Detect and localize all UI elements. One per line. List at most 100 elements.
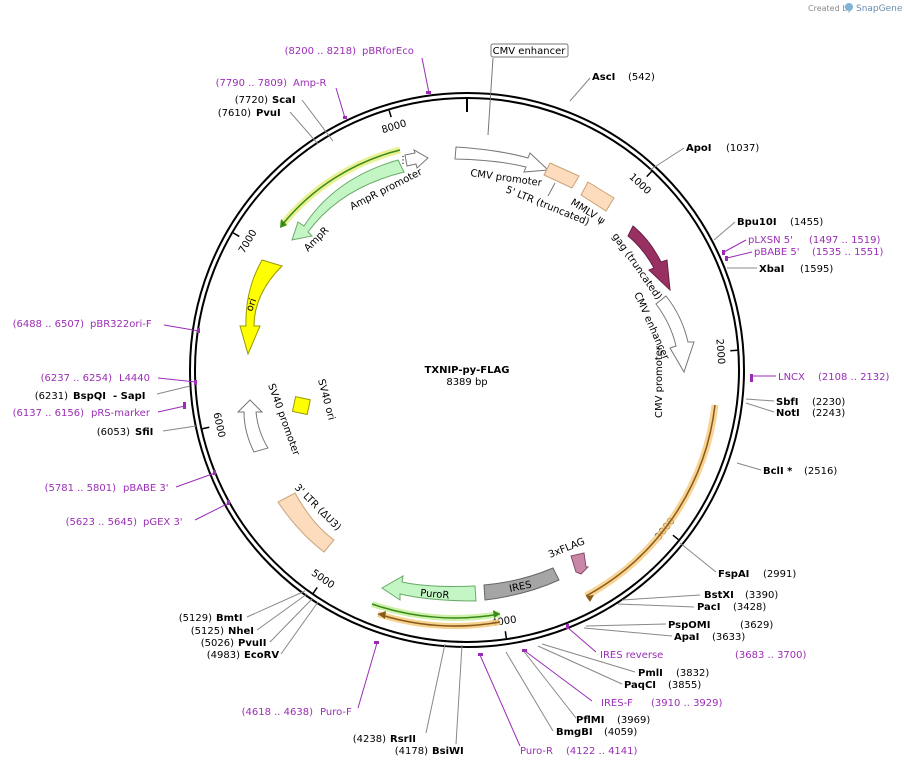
primer-ires-f[interactable]: IRES-F — [601, 698, 633, 709]
site-bmgbi[interactable]: BmgBI — [556, 727, 593, 738]
site-nhei-pos: (5125) — [191, 626, 224, 637]
site-sbfi[interactable]: SbfI — [776, 397, 798, 408]
site-bspqi[interactable]: BspQI — [73, 391, 106, 402]
tick-label-5000: 5000 — [309, 568, 336, 591]
site-bmti[interactable]: BmtI — [216, 613, 243, 624]
plasmid-name: TXNIP-py-FLAG — [425, 365, 510, 376]
primer-puro-f[interactable]: Puro-F — [320, 707, 352, 718]
feature-sv40-promoter[interactable] — [236, 399, 269, 453]
mark-pbabe5 — [725, 256, 728, 261]
leader-amp-r — [335, 87, 346, 119]
site-bpu10i[interactable]: Bpu10I — [737, 217, 777, 228]
tick-mark-8000 — [388, 110, 392, 118]
primer-plxsn5[interactable]: pLXSN 5' — [748, 235, 793, 246]
site-pflmi-pos: (3969) — [617, 715, 650, 726]
feature-ori[interactable] — [239, 259, 283, 356]
primer-pgex3-range: (5623 .. 5645) — [66, 517, 138, 528]
feature-ampr[interactable] — [291, 159, 405, 241]
mark-ires-f — [522, 649, 527, 652]
puro-arrowhead-green — [493, 610, 500, 618]
site-pvuii-pos: (5026) — [201, 638, 234, 649]
orf-glow-right — [584, 404, 719, 600]
site-fspai[interactable]: FspAI — [718, 569, 749, 580]
primer-prs-marker[interactable]: pRS-marker — [91, 408, 151, 419]
site-xbai[interactable]: XbaI — [759, 264, 784, 275]
feature-mmlv-psi[interactable] — [580, 181, 615, 212]
primer-pbabe5[interactable]: pBABE 5' — [754, 247, 800, 258]
leader-paqci — [537, 645, 623, 685]
feature-5ltr[interactable] — [543, 162, 580, 189]
feature-ires[interactable] — [483, 567, 560, 601]
feature-3xflag[interactable] — [570, 552, 590, 575]
site-asci[interactable]: AscI — [592, 72, 615, 83]
leader-apai — [583, 627, 673, 637]
primer-pbabe3[interactable]: pBABE 3' — [123, 483, 169, 494]
site-fspai-pos: (2991) — [763, 569, 796, 580]
feature-cmv-enhancer-right[interactable] — [655, 295, 695, 374]
primer-pbr322ori-f[interactable]: pBR322ori-F — [90, 319, 152, 330]
site-nhei[interactable]: NheI — [228, 626, 254, 637]
orf-arrowhead-right — [586, 595, 594, 602]
primer-ires-reverse-range: (3683 .. 3700) — [735, 650, 807, 661]
site-bsiwi[interactable]: BsiWI — [432, 746, 464, 757]
primer-pbabe3-range: (5781 .. 5801) — [45, 483, 117, 494]
label-sv40-ori: SV40 ori — [315, 378, 337, 422]
site-ecorv[interactable]: EcoRV — [244, 650, 279, 661]
features: ⋮ — [236, 146, 695, 602]
leader-pvui — [289, 111, 319, 145]
site-leaders — [156, 77, 775, 745]
feature-cmv-promoter[interactable] — [454, 146, 550, 173]
backbone — [189, 92, 745, 648]
primer-puro-r-range: (4122 .. 4141) — [566, 746, 638, 757]
leader-pgex3 — [194, 502, 230, 521]
primer-l4440[interactable]: L4440 — [119, 373, 150, 384]
leader-ecorv — [280, 601, 319, 655]
site-sapi[interactable]: - SapI — [113, 391, 145, 402]
leader-noti — [745, 402, 775, 413]
site-pmli-pos: (3832) — [676, 668, 709, 679]
site-paci[interactable]: PacI — [697, 602, 720, 613]
tick-label-6000: 6000 — [210, 412, 226, 439]
mark-pbr322ori-f — [197, 328, 200, 333]
mark-pbrforeco — [426, 91, 431, 94]
primer-ires-reverse[interactable]: IRES reverse — [600, 650, 663, 661]
primer-lncx[interactable]: LNCX — [778, 372, 805, 383]
site-pmli[interactable]: PmlI — [638, 668, 663, 679]
site-pflmi[interactable]: PflMI — [576, 715, 604, 726]
primer-puro-r[interactable]: Puro-R — [520, 746, 553, 757]
site-rsrii[interactable]: RsrII — [390, 734, 416, 745]
site-sfii[interactable]: SfiI — [135, 427, 153, 438]
site-pvuii[interactable]: PvuII — [238, 638, 266, 649]
site-pspomi[interactable]: PspOMI — [668, 620, 710, 631]
site-bmgbi-pos: (4059) — [604, 727, 637, 738]
site-noti[interactable]: NotI — [776, 408, 800, 419]
site-apoi[interactable]: ApoI — [686, 143, 712, 154]
primer-pgex3[interactable]: pGEX 3' — [143, 517, 183, 528]
site-scai[interactable]: ScaI — [272, 95, 296, 106]
site-pvui[interactable]: PvuI — [256, 108, 281, 119]
puro-arrow-green — [371, 603, 501, 619]
primer-pbrforeco[interactable]: pBRforEco — [362, 46, 414, 57]
feature-sv40-ori[interactable] — [291, 396, 311, 416]
leader-pbrforeco — [421, 57, 430, 94]
primer-plxsn5-range: (1497 .. 1519) — [809, 235, 881, 246]
orf-highlights — [279, 146, 719, 629]
site-sbfi-pos: (2230) — [812, 397, 845, 408]
site-paqci[interactable]: PaqCI — [624, 680, 656, 691]
credit-prefix: Created by — [808, 4, 852, 13]
site-bcli[interactable]: BclI * — [763, 466, 793, 477]
feature-3ltr[interactable] — [277, 492, 335, 553]
site-bpu10i-pos: (1455) — [790, 217, 823, 228]
site-bsiwi-pos: (4178) — [395, 746, 428, 757]
site-paci-pos: (3428) — [733, 602, 766, 613]
leader-ires-f — [524, 650, 593, 702]
site-apai[interactable]: ApaI — [674, 632, 699, 643]
site-bstxi[interactable]: BstXI — [704, 590, 734, 601]
snapgene-logo-icon — [845, 3, 853, 11]
feature-gag[interactable] — [627, 225, 671, 292]
primer-amp-r[interactable]: Amp-R — [293, 78, 327, 89]
feature-puror[interactable] — [381, 575, 477, 602]
mark-ires-reverse — [566, 624, 569, 629]
primer-marks — [183, 91, 753, 656]
feature-ampr-promoter[interactable] — [404, 148, 429, 169]
